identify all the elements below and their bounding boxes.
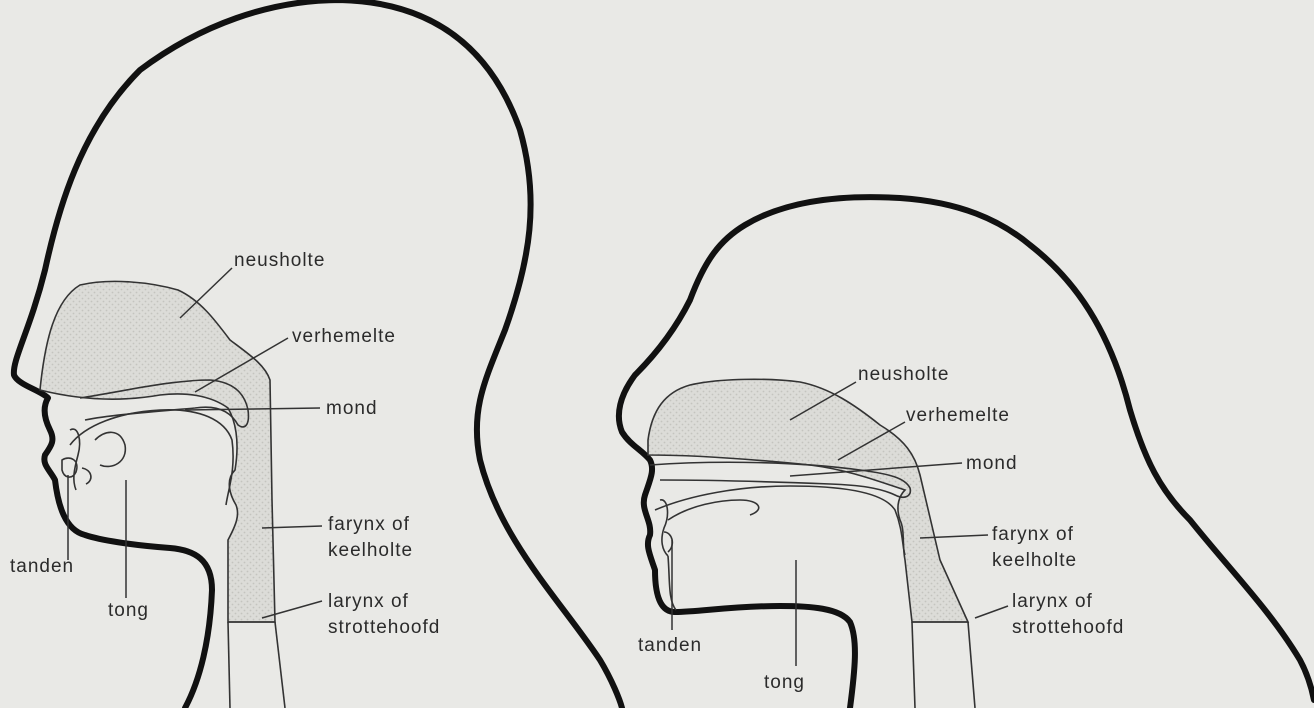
mouth-shape [70, 410, 233, 505]
label-verhemelte: verhemelte [292, 326, 396, 347]
nasal-cavity-shape [40, 281, 275, 622]
label-mond: mond [326, 398, 378, 419]
tongue-shape [95, 432, 125, 466]
trachea-wall-left [228, 622, 230, 708]
label-strottehoofd: strottehoofd [328, 617, 440, 638]
label-neusholte: neusholte [858, 364, 949, 385]
label-verhemelte: verhemelte [906, 405, 1010, 426]
label-mond: mond [966, 453, 1018, 474]
leader-mond-left [185, 408, 320, 410]
label-tanden: tanden [10, 556, 74, 577]
trachea-wall-left [912, 622, 915, 708]
label-farynx: farynx of [328, 514, 410, 535]
label-tanden: tanden [638, 635, 702, 656]
label-farynx: farynx of [992, 524, 1074, 545]
leader-larynx-right [975, 606, 1008, 618]
label-tong: tong [764, 672, 805, 693]
label-neusholte: neusholte [234, 250, 325, 271]
label-tong: tong [108, 600, 149, 621]
label-keelholte: keelholte [328, 540, 413, 561]
label-keelholte: keelholte [992, 550, 1077, 571]
tongue-shape [668, 500, 759, 520]
trachea-wall-right [275, 622, 285, 708]
label-strottehoofd: strottehoofd [1012, 617, 1124, 638]
label-larynx: larynx of [1012, 591, 1093, 612]
ape-head-figure: neusholte verhemelte mond farynx of keel… [619, 197, 1314, 708]
human-head-figure: neusholte verhemelte mond farynx of keel… [10, 0, 622, 708]
trachea-wall-right [968, 622, 975, 708]
mouth-shape [655, 486, 905, 555]
label-larynx: larynx of [328, 591, 409, 612]
